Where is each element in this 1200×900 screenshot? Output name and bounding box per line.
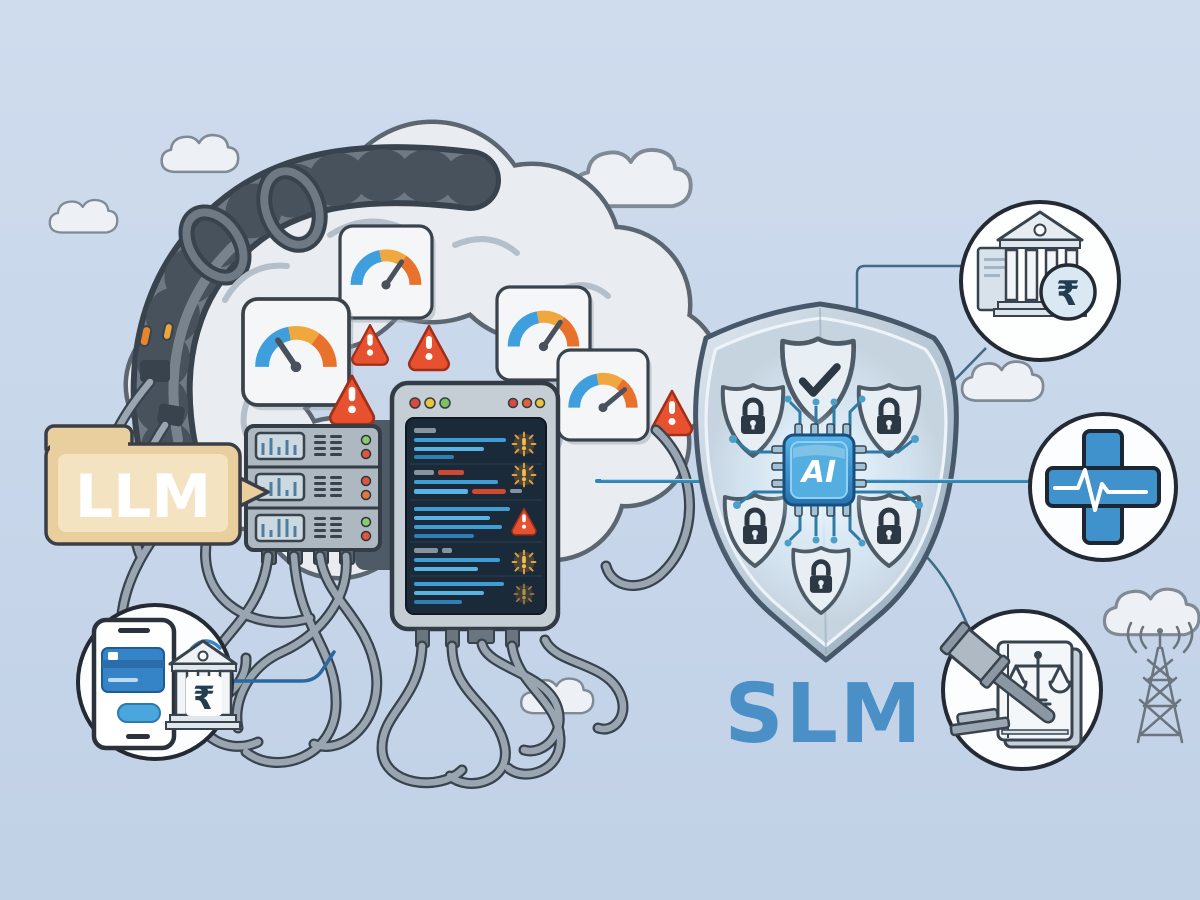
medical-cross-icon — [1045, 429, 1161, 545]
bank-badge: ₹ — [959, 200, 1121, 362]
server-rack-icon — [244, 424, 382, 565]
alert-lamp-icon — [511, 549, 537, 575]
alert-lamp-icon — [511, 431, 537, 457]
medical-badge — [1028, 412, 1178, 562]
alert-lamp-icon — [513, 583, 535, 605]
alert-lamp-icon — [511, 462, 537, 488]
legal-badge — [939, 609, 1103, 771]
mobile-banking-badge: ₹ — [76, 603, 241, 761]
ecg-line — [1053, 468, 1148, 512]
traffic-light-icons — [409, 397, 451, 409]
status-led-icons — [507, 397, 546, 409]
server-unit — [254, 431, 372, 461]
ai-chip-label: AI — [800, 455, 836, 490]
llm-label: LLM — [75, 462, 211, 532]
check-shield-icon — [782, 339, 853, 423]
gauge-icon — [558, 350, 652, 445]
rupee-symbol: ₹ — [1056, 274, 1080, 314]
terminal-log-lines — [410, 428, 542, 605]
radio-tower-icon — [1126, 621, 1194, 744]
gavel-icon — [939, 621, 1056, 737]
slm-label: SLM — [725, 667, 924, 762]
slm-shield: AI — [693, 301, 1032, 663]
gauge-icon — [497, 287, 594, 385]
llm-label-tag: LLM — [44, 424, 270, 546]
cable-handle-icons — [178, 163, 328, 286]
gauge-icons — [243, 226, 652, 445]
connector-bank — [855, 264, 966, 332]
rupee-symbol: ₹ — [193, 679, 215, 717]
smartphone-icon — [91, 617, 177, 751]
bank-mini-icon: ₹ — [165, 639, 241, 730]
gauge-icon — [340, 226, 436, 323]
credit-card-icon — [101, 647, 165, 693]
terminal-window — [389, 380, 561, 648]
gauge-icon — [243, 299, 353, 410]
ai-chip-icon: AI — [771, 423, 867, 517]
circuit-link-right — [852, 478, 1032, 483]
radio-tower-cloud — [1102, 587, 1200, 744]
server-unit — [254, 513, 372, 543]
scales-icon — [1004, 651, 1072, 706]
rupee-coin-icon: ₹ — [1039, 263, 1097, 321]
connector-mobile-banking — [230, 650, 336, 683]
